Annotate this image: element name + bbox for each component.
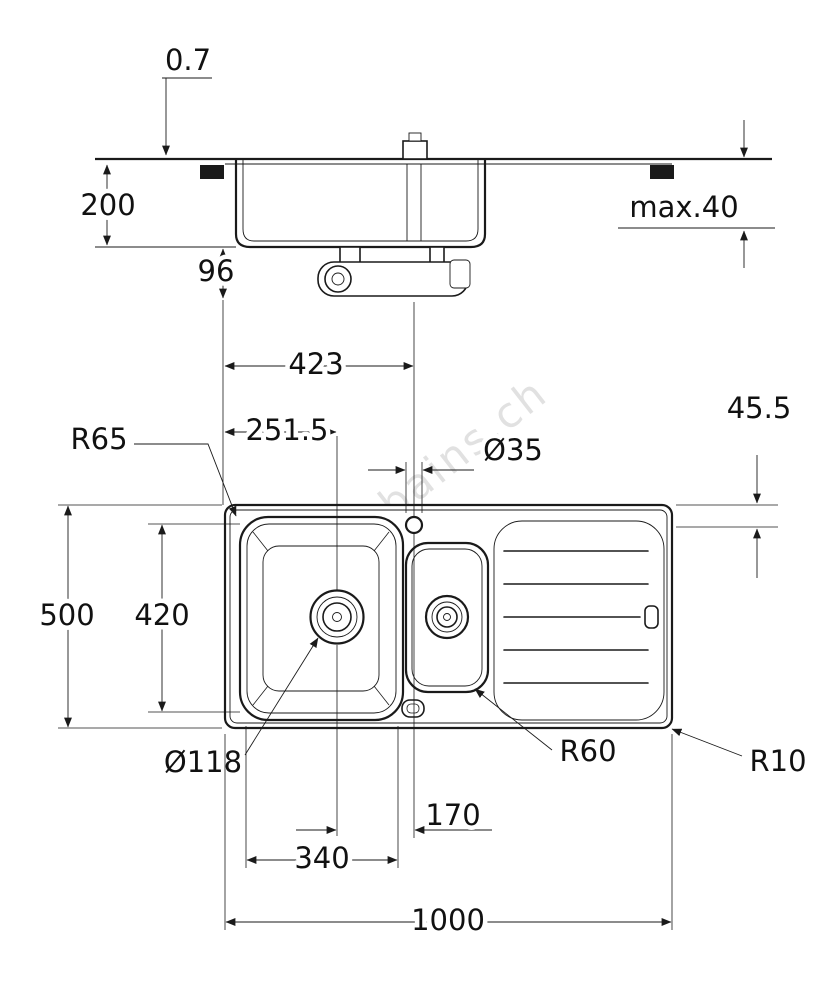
main-bowl-corner-bl [252,685,269,706]
leader-r60 [474,688,553,751]
bowl-section-inner [242,160,479,242]
dim-label-trap-height: 96 [198,254,235,288]
main-bowl-corner-tl [252,531,269,552]
bowl-section-outer [234,160,487,249]
dim-label-faucet-from-top: 45.5 [727,391,792,425]
dim-label-thickness: 0.7 [165,43,211,77]
dim-label-radius-outer: R10 [749,744,806,778]
tap-fitting [402,140,428,160]
overflow-control [401,699,425,718]
overflow-control-inner [406,703,420,714]
overflow-pipe [429,246,445,264]
leader-dia118 [244,637,319,756]
sink-outline-inner [229,509,668,724]
trap-cap-inner [331,272,345,286]
main-bowl-outer [238,515,405,722]
main-drain-flange [309,589,365,645]
main-drain-strainer [322,602,352,632]
dim-label-faucet-hole-dia: Ø35 [483,433,543,467]
dim-label-max-counter: max.40 [629,190,738,224]
trap-cap-outer [324,265,352,293]
tap-fitting-cap [408,132,422,142]
small-bowl-inner [411,548,483,687]
mounting-clip-right [650,165,674,179]
dim-label-overall-width: 500 [39,598,94,632]
dim-label-drain-from-left: 251.5 [245,413,328,447]
small-bowl-outer [404,541,490,694]
dim-label-radius-small-bowl: R60 [559,734,616,768]
leader-r10 [671,728,743,757]
mounting-clip-left [200,165,224,179]
main-drain-knob [332,612,342,622]
drainboard-drain-slot [644,605,659,629]
trap-connector [449,259,471,289]
dim-label-faucet-from-left: 423 [288,347,343,381]
drainboard-recess [493,520,665,721]
faucet-hole [404,515,424,535]
plan-view-dimensions: 423 251.5 Ø35 45.5 R65 500 420 Ø118 [35,300,811,942]
waste-outlet [339,246,361,264]
leader-r65 [134,443,237,517]
side-view [95,132,772,297]
small-drain-knob [443,613,451,621]
dim-label-radius-bowl: R65 [70,422,127,456]
dim-label-drain-dia: Ø118 [164,745,242,779]
main-bowl-floor [262,545,380,692]
main-bowl-corner-br [373,685,390,706]
dim-label-overall-length: 1000 [411,903,485,937]
small-drain-ring [431,601,463,633]
dim-label-faucet-to-drain: 170 [425,798,480,832]
main-bowl-corner-tr [373,531,390,552]
small-drain-strainer [436,606,458,628]
dim-label-depth-bowl: 200 [80,188,135,222]
dim-label-bowl-width: 340 [294,841,349,875]
plan-view [223,503,674,730]
main-bowl-inner [246,523,397,714]
dim-label-bowl-height: 420 [134,598,189,632]
side-view-dimensions: 0.7 200 96 max.40 [76,39,775,299]
main-drain-ring [316,596,358,638]
